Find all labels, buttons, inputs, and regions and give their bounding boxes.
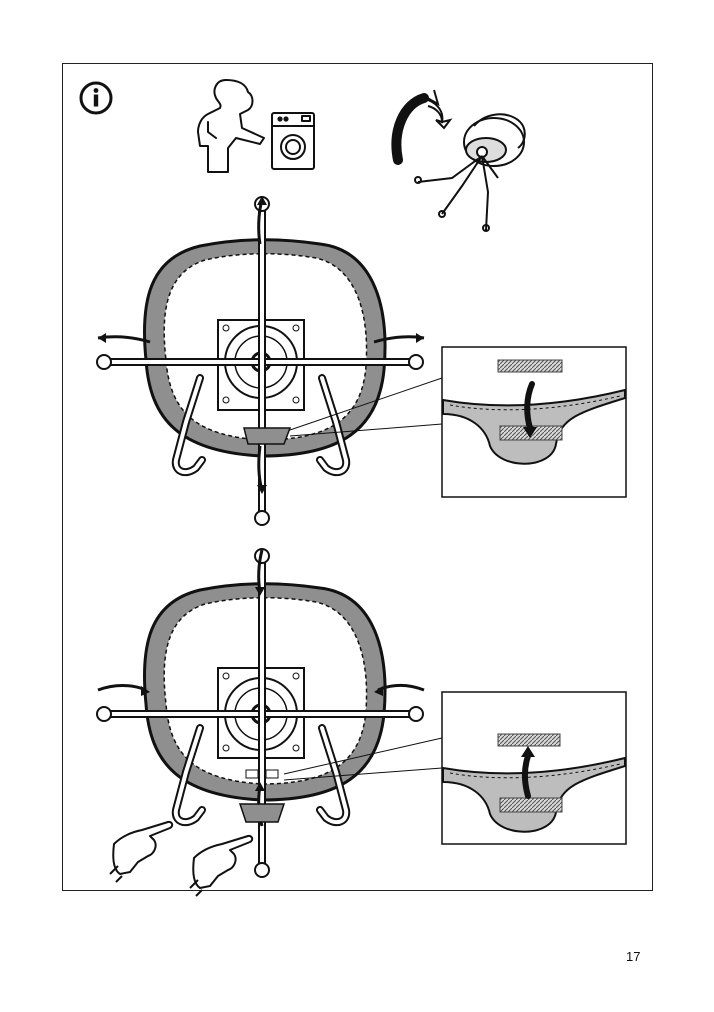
remove-cover-step xyxy=(96,196,443,526)
person-washing-machine-icon xyxy=(197,79,315,173)
instruction-frame xyxy=(62,63,653,891)
detail-unfasten-velcro xyxy=(441,346,627,498)
page-number: 17 xyxy=(626,949,641,964)
reattach-cover-step xyxy=(96,548,443,878)
info-icon xyxy=(79,81,113,115)
detail-fasten-velcro xyxy=(441,691,627,845)
rotate-chair-icon xyxy=(391,89,526,232)
pointing-hand-icon xyxy=(109,820,254,897)
